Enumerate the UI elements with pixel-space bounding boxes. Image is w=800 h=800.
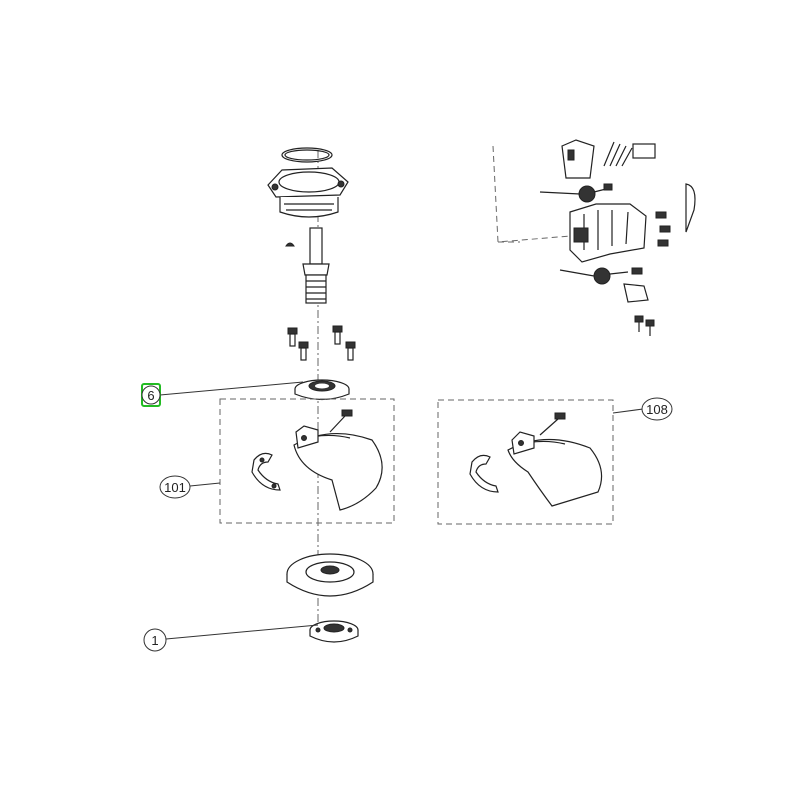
callout-101[interactable]: 101 [159,475,191,499]
o-ring [281,147,333,163]
clamp-nut [309,620,359,643]
inner-flange-disc [286,553,374,597]
spindle-shaft [302,227,330,304]
woodruff-key [285,242,295,247]
bearing-flange [294,379,350,401]
leader-6 [159,381,304,396]
bolt [345,341,356,361]
callout-108-bubble [641,397,673,421]
callout-108[interactable]: 108 [641,397,673,421]
leader-1 [165,624,319,640]
callout-101-label: 101 [164,480,186,495]
callout-101-bubble [159,475,191,499]
guard-assembly-box-108 [437,399,614,525]
guard-assembly-box-101 [219,398,395,524]
leader-108 [612,408,644,414]
bolt [298,341,309,361]
leader-101 [189,482,221,487]
callout-108-label: 108 [646,402,668,417]
wheel-guard-108 [469,412,603,507]
wheel-guard-101 [251,409,383,511]
callout-1-label: 1 [151,633,158,648]
motor-housing-subassembly [492,139,696,336]
callout-6-bubble [141,385,161,405]
callout-1[interactable]: 1 [143,628,167,652]
gear-housing-flange [267,167,349,218]
bolt [287,327,298,347]
callout-6[interactable]: 6 [141,383,161,407]
callout-6-label: 6 [147,388,154,403]
callout-1-bubble [143,628,167,652]
bolt [332,325,343,345]
